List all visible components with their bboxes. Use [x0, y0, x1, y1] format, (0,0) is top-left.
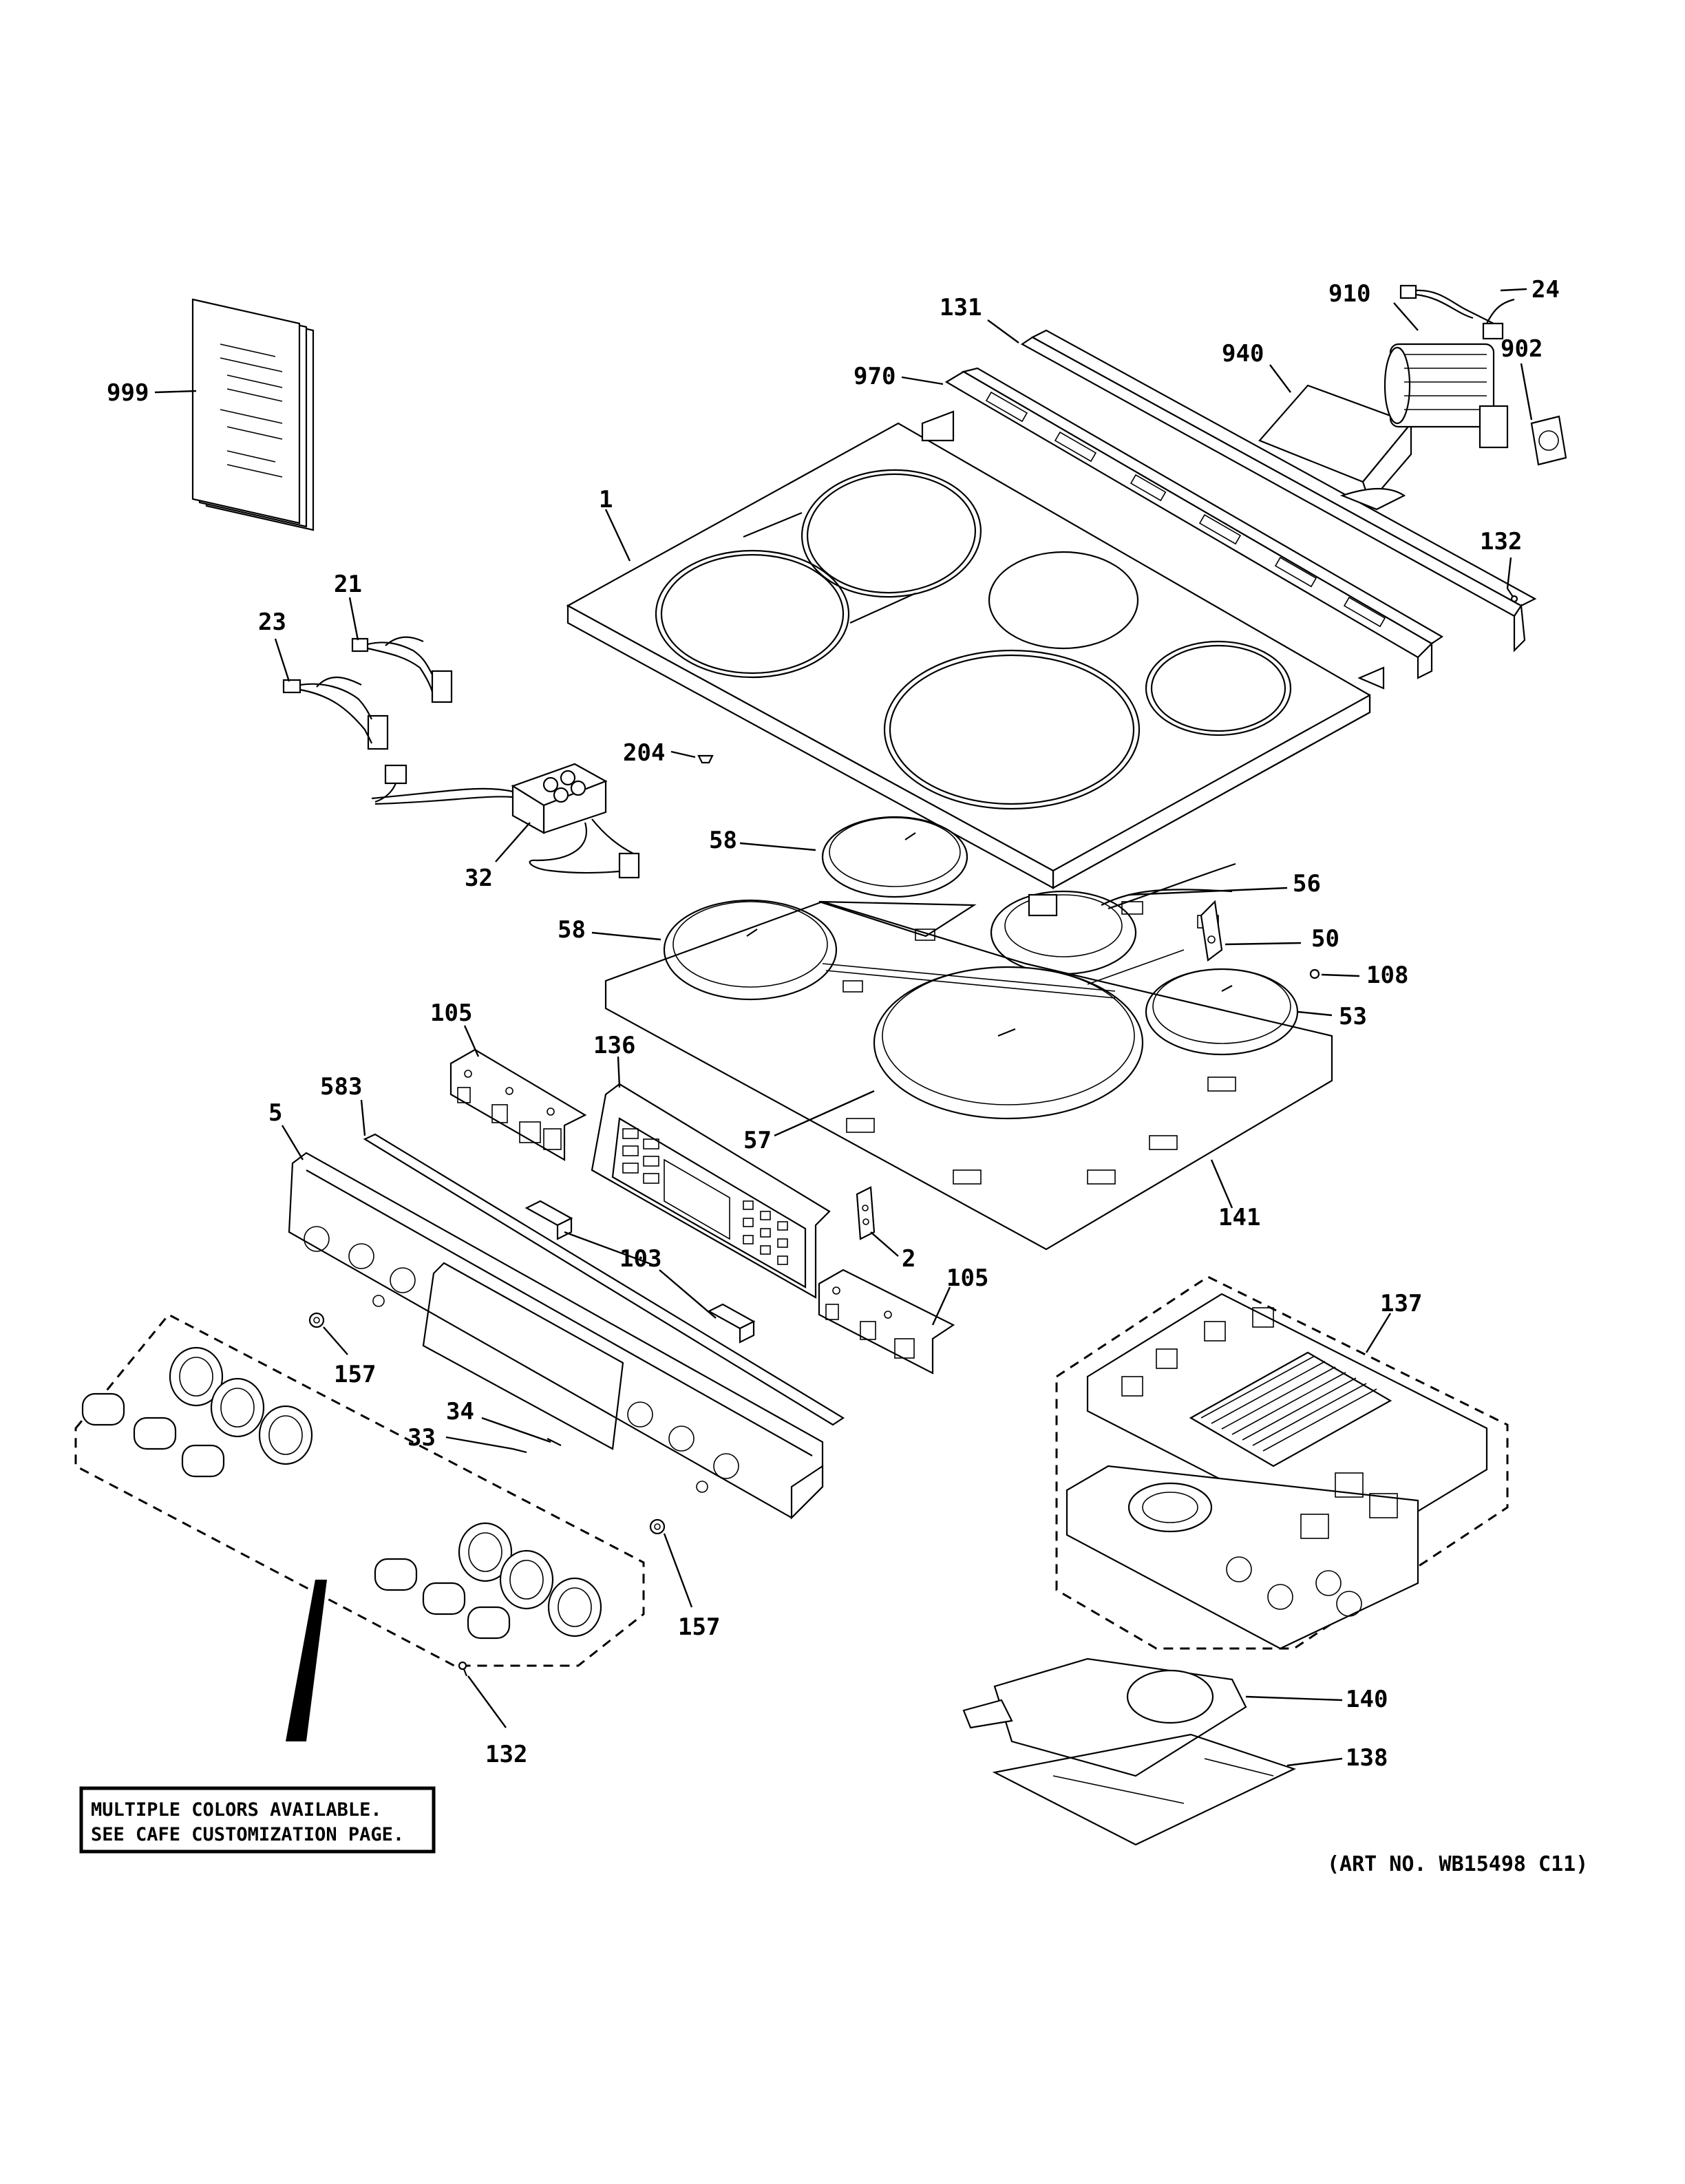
callout-2: 2 — [902, 1245, 915, 1273]
callout-136: 136 — [593, 1032, 635, 1059]
element-53 — [1145, 968, 1299, 1056]
callout-1: 1 — [599, 486, 613, 513]
element-58-front — [663, 899, 838, 1001]
callout-24: 24 — [1532, 276, 1560, 304]
knob-set-dashed-group — [74, 1313, 645, 1667]
bracket-50 — [1200, 900, 1223, 962]
callout-50: 50 — [1311, 925, 1339, 953]
screw-204 — [697, 754, 714, 764]
element-support-141 — [604, 900, 1333, 1251]
callout-108: 108 — [1366, 962, 1408, 989]
sensor-902 — [1530, 415, 1567, 466]
switch-2 — [856, 1186, 876, 1240]
wire-harness-23 — [282, 676, 389, 750]
callout-910: 910 — [1328, 280, 1370, 308]
callout-33: 33 — [407, 1424, 436, 1452]
rear-trim-131 — [1020, 329, 1537, 653]
callout-56: 56 — [1293, 870, 1321, 898]
callout-57: 57 — [743, 1127, 772, 1154]
callout-21: 21 — [334, 571, 362, 598]
trim-strip-583 — [363, 1133, 845, 1426]
callout-105-left: 105 — [430, 999, 472, 1027]
bracket-103-right — [707, 1303, 756, 1344]
callout-132-top: 132 — [1480, 528, 1522, 555]
duct-940 — [1258, 384, 1412, 511]
cooktop-glass-1 — [566, 410, 1385, 889]
callout-902: 902 — [1501, 335, 1543, 363]
control-board-105-left — [449, 1048, 587, 1161]
callout-141: 141 — [1218, 1204, 1260, 1231]
note-line-1: MULTIPLE COLORS AVAILABLE. — [91, 1799, 382, 1821]
screw-132-bottom — [458, 1661, 468, 1677]
control-panel-5 — [288, 1152, 824, 1520]
callout-137: 137 — [1380, 1290, 1422, 1317]
callout-32: 32 — [465, 865, 493, 892]
color-note-box: MULTIPLE COLORS AVAILABLE. SEE CAFE CUST… — [79, 1786, 436, 1854]
callout-204: 204 — [623, 739, 665, 767]
wire-harness-24 — [1399, 284, 1515, 340]
callout-23: 23 — [258, 608, 286, 636]
leader-lines — [154, 288, 1533, 1767]
callout-999: 999 — [107, 379, 149, 407]
wire-harness-21 — [351, 636, 453, 703]
callout-132-bottom: 132 — [485, 1741, 527, 1768]
base-plate-138 — [992, 1733, 1296, 1846]
callout-5: 5 — [268, 1099, 282, 1127]
callout-131: 131 — [940, 294, 982, 321]
callout-labels: 999 131 910 24 970 940 902 1 132 21 23 2… — [107, 276, 1560, 1772]
callout-105-right: 105 — [946, 1264, 988, 1292]
callout-157-left: 157 — [334, 1361, 376, 1388]
screw-132-top — [1507, 588, 1518, 603]
fan-shroud-140 — [962, 1657, 1247, 1777]
inverter-assembly-137 — [1055, 1275, 1509, 1650]
element-56 — [990, 862, 1236, 975]
clip-157-right — [649, 1518, 666, 1535]
callout-58-front: 58 — [558, 916, 586, 944]
screw-108 — [1309, 968, 1320, 979]
callout-940: 940 — [1222, 340, 1264, 368]
screw-34 — [547, 1438, 562, 1446]
callout-970: 970 — [854, 363, 896, 390]
art-number: (ART NO. WB15498 C11) — [1327, 1852, 1588, 1876]
note-line-2: SEE CAFE CUSTOMIZATION PAGE. — [91, 1824, 404, 1845]
callout-140: 140 — [1346, 1686, 1388, 1713]
blower-910 — [1384, 343, 1509, 449]
terminal-block-32 — [371, 763, 640, 879]
callout-157-right: 157 — [678, 1613, 720, 1641]
screw-33 — [512, 1448, 527, 1454]
callout-103: 103 — [619, 1245, 661, 1273]
callout-583: 583 — [320, 1073, 362, 1101]
vent-trim-970 — [944, 367, 1444, 679]
element-57 — [873, 966, 1144, 1120]
callout-53: 53 — [1339, 1003, 1367, 1030]
clip-157-left — [308, 1312, 325, 1328]
element-58-back — [821, 816, 968, 898]
owner-manual-999 — [191, 298, 315, 531]
callout-34: 34 — [446, 1398, 474, 1425]
callout-58-back: 58 — [709, 827, 737, 854]
callout-138: 138 — [1346, 1744, 1388, 1772]
control-board-105-right — [818, 1269, 955, 1375]
